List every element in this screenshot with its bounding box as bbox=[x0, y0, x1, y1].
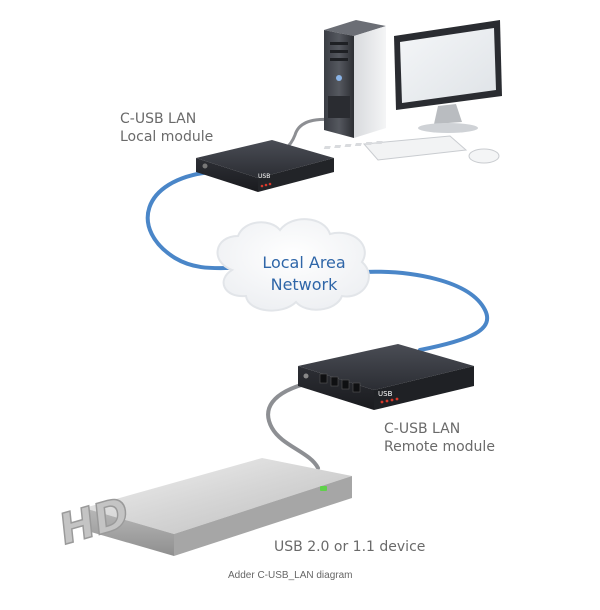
cable-lan-to-remote bbox=[360, 269, 490, 352]
lan-label: Local Area Network bbox=[244, 252, 364, 296]
computer-tower-icon bbox=[324, 20, 386, 138]
diagram-caption: Adder C-USB_LAN diagram bbox=[228, 570, 353, 581]
local-module: USB bbox=[196, 140, 334, 192]
remote-module-label-line2: Remote module bbox=[384, 439, 495, 455]
lan-label-line2: Network bbox=[270, 275, 338, 294]
cloud-icon bbox=[216, 218, 370, 312]
remote-module-logo: USB bbox=[378, 390, 393, 398]
mouse-icon bbox=[468, 148, 500, 164]
local-module-label: C-USB LAN Local module bbox=[120, 110, 213, 146]
device-label: USB 2.0 or 1.1 device bbox=[274, 539, 426, 555]
local-module-label-line2: Local module bbox=[120, 129, 214, 145]
keyboard-icon bbox=[323, 135, 468, 161]
local-module-label-line1: C-USB LAN bbox=[120, 111, 197, 127]
remote-module-label-line1: C-USB LAN bbox=[384, 421, 461, 437]
cable-remote-to-device bbox=[266, 380, 320, 470]
remote-module: USB bbox=[298, 344, 474, 410]
remote-module-label: C-USB LAN Remote module bbox=[384, 420, 495, 456]
lan-label-line1: Local Area bbox=[262, 253, 346, 272]
local-module-logo: USB bbox=[258, 173, 270, 180]
monitor-icon bbox=[394, 20, 502, 133]
cable-local-to-lan bbox=[145, 170, 234, 271]
drive-logo: HD bbox=[58, 487, 130, 555]
